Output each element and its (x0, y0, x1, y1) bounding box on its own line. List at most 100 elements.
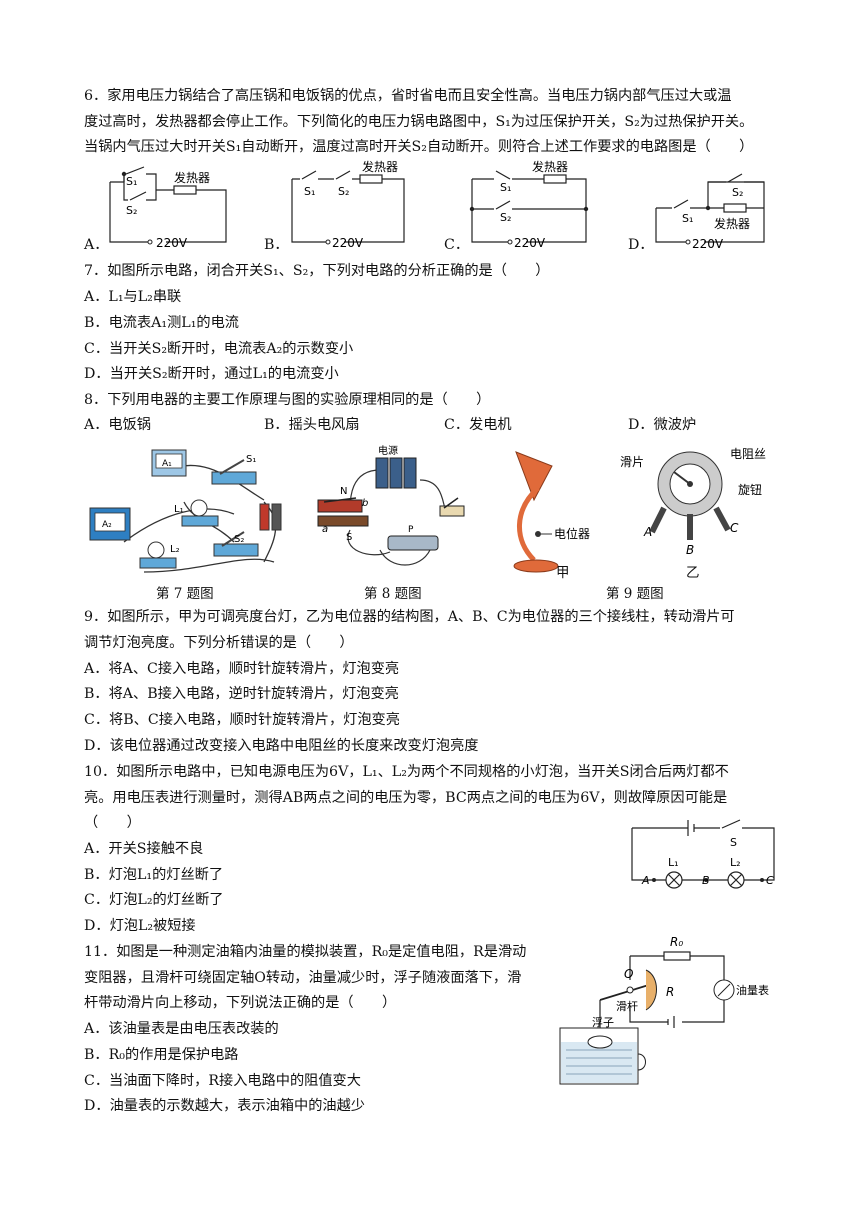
q6b-s2-label: S₂ (338, 185, 349, 198)
q6-option-a: A． (84, 237, 109, 253)
q7-option-c: C．当开关S₂断开时，电流表A₂的示数变小 (84, 341, 354, 357)
q6a-s2-label: S₂ (126, 204, 137, 217)
q11-oil-gauge-figure: R₀ O R 滑杆 浮子 油量表 (559, 935, 769, 1085)
q10-option-d: D．灯泡L₂被短接 (84, 918, 196, 934)
q11-stem-line3: 杆带动滑片向上移动，下列说法正确的是（ ） (84, 995, 397, 1011)
q6c-heater-label: 发热器 (532, 159, 568, 174)
q11-meter-label: 油量表 (736, 983, 769, 997)
q6d-s2-label: S₂ (732, 186, 743, 199)
fig9-wire-label: 电阻丝 (730, 447, 766, 461)
fig7-circuit-photo: A₁ A₂ S₁ L₁ L₂ S₂ (89, 449, 282, 573)
q6-stem-line3: 当锅内气压过大时开关S₁自动断开，温度过高时开关S₂自动断开。则符合上述工作要求… (84, 139, 754, 155)
q11-r0-label: R₀ (670, 935, 683, 949)
q6a-voltage-label: 220V (156, 236, 188, 250)
q6-circuit-b: S₁ S₂ 发热器 220V (291, 159, 405, 250)
fig7-a2-label: A₂ (102, 520, 112, 530)
q6a-heater-label: 发热器 (174, 170, 210, 185)
q10-stem-line3: （ ） (84, 815, 141, 831)
fig7-l1-label: L₁ (174, 504, 184, 515)
q10-c-point: C (766, 874, 774, 887)
q8-stem: 8．下列用电器的主要工作原理与图的实验原理相同的是（ ） (84, 392, 491, 408)
q6a-s1-label: S₁ (126, 175, 137, 188)
q11-o-label: O (624, 967, 633, 981)
q6-option-b: B． (264, 237, 289, 253)
q6-circuit-c: S₁ S₂ 发热器 220V (469, 159, 589, 250)
fig7-s2-label: S₂ (234, 534, 244, 545)
q10-s-label: S (730, 836, 737, 849)
q9-option-c: C．将B、C接入电路，顺时针旋转滑片，灯泡变亮 (84, 712, 400, 728)
fig7-caption: 第 7 题图 (156, 586, 214, 602)
q6c-s2-label: S₂ (500, 211, 511, 224)
q6d-s1-label: S₁ (682, 212, 693, 225)
q6b-voltage-label: 220V (332, 236, 364, 250)
fig9-b-terminal: B (686, 543, 694, 557)
q6-circuit-a: S₁ S₂ 发热器 220V (109, 166, 227, 250)
q6-option-c: C． (444, 237, 470, 253)
fig8-source-label: 电源 (378, 444, 398, 457)
q7-option-a: A．L₁与L₂串联 (84, 289, 182, 305)
q6-circuit-d: S₁ S₂ 发热器 220V (655, 173, 765, 251)
fig9-caption: 第 9 题图 (606, 586, 664, 602)
q6-stem-line1: 6．家用电压力锅结合了高压锅和电饭锅的优点，省时省电而且安全性高。当电压力锅内部… (84, 88, 732, 104)
q10-option-c: C．灯泡L₂的灯丝断了 (84, 892, 224, 908)
q11-stem-line1: 11．如图是一种测定油箱内油量的模拟装置，R₀是定值电阻，R是滑动 (84, 944, 527, 960)
fig8-p-label: P (408, 525, 414, 535)
q9-option-d: D．该电位器通过改变接入电路中电阻丝的长度来改变灯泡亮度 (84, 738, 479, 754)
q11-option-a: A．该油量表是由电压表改装的 (84, 1021, 279, 1037)
q8-option-c: C．发电机 (444, 417, 512, 433)
fig9-potentiometer-structure: 滑片 电阻丝 旋钮 A B C (620, 447, 766, 557)
q11-rod-label: 滑杆 (616, 999, 638, 1013)
fig7-a1-label: A₁ (162, 459, 172, 469)
q10-l2-label: L₂ (730, 856, 741, 869)
q10-l1-label: L₁ (668, 856, 679, 869)
fig7-l2-label: L₂ (170, 544, 180, 555)
fig8-apparatus: 电源 N S a b P (317, 444, 465, 566)
fig8-caption: 第 8 题图 (364, 586, 422, 602)
q6-option-d: D． (628, 237, 654, 253)
fig7-s1-label: S₁ (246, 454, 256, 465)
q7-stem: 7．如图所示电路，闭合开关S₁、S₂，下列对电路的分析正确的是（ ） (84, 263, 550, 279)
fig9-potentiometer-label: 电位器 (554, 526, 590, 541)
fig9-lamp: 电位器 (513, 451, 590, 573)
q6b-s1-label: S₁ (304, 185, 315, 198)
q6c-voltage-label: 220V (514, 236, 546, 250)
q10-a-point: A (641, 874, 650, 887)
q10-b-point: B (702, 874, 710, 887)
q10-circuit: S L₁ L₂ A B C (631, 819, 775, 889)
q10-option-b: B．灯泡L₁的灯丝断了 (84, 867, 224, 883)
q6c-s1-label: S₁ (500, 181, 511, 194)
q11-option-b: B．R₀的作用是保护电路 (84, 1047, 239, 1063)
q6b-heater-label: 发热器 (362, 159, 398, 174)
q11-r-label: R (666, 985, 674, 999)
q9-option-a: A．将A、C接入电路，顺时针旋转滑片，灯泡变亮 (84, 661, 400, 677)
q10-stem-line1: 10．如图所示电路中，已知电源电压为6V，L₁、L₂为两个不同规格的小灯泡，当开… (84, 764, 729, 780)
fig8-a-label: a (322, 524, 328, 535)
fig8-s-label: S (346, 532, 352, 543)
q11-option-d: D．油量表的示数越大，表示油箱中的油越少 (84, 1098, 365, 1114)
fig8-n-label: N (340, 486, 347, 497)
fig8-b-label: b (362, 498, 368, 509)
q9-option-b: B．将A、B接入电路，逆时针旋转滑片，灯泡变亮 (84, 686, 399, 702)
q11-float-label: 浮子 (592, 1016, 614, 1029)
q6d-heater-label: 发热器 (714, 216, 750, 231)
fig9-c-terminal: C (730, 521, 739, 535)
q10-stem-line2: 亮。用电压表进行测量时，测得AB两点之间的电压为零，BC两点之间的电压为6V，则… (84, 790, 728, 806)
q7-option-b: B．电流表A₁测L₁的电流 (84, 315, 239, 331)
fig9-jia-caption: 甲 (556, 565, 570, 581)
q7-option-d: D．当开关S₂断开时，通过L₁的电流变小 (84, 366, 339, 382)
q9-stem-line1: 9．如图所示，甲为可调亮度台灯，乙为电位器的结构图，A、B、C为电位器的三个接线… (84, 609, 735, 625)
fig9-a-terminal: A (643, 525, 652, 539)
fig9-slider-label: 滑片 (620, 455, 644, 469)
fig9-yi-caption: 乙 (686, 565, 700, 581)
q8-option-d: D．微波炉 (628, 417, 697, 433)
q6-stem-line2: 度过高时，发热器都会停止工作。下列简化的电压力锅电路图中，S₁为过压保护开关，S… (84, 114, 754, 130)
fig9-knob-label: 旋钮 (738, 482, 762, 497)
q10-option-a: A．开关S接触不良 (84, 841, 204, 857)
q9-stem-line2: 调节灯泡亮度。下列分析错误的是（ ） (84, 635, 354, 651)
q6d-voltage-label: 220V (692, 237, 724, 251)
q8-option-b: B．摇头电风扇 (264, 417, 360, 433)
q11-stem-line2: 变阻器，且滑杆可绕固定轴O转动，油量减少时，浮子随液面落下，滑 (84, 970, 522, 986)
q11-option-c: C．当油面下降时，R接入电路中的阻值变大 (84, 1073, 361, 1089)
q8-option-a: A．电饭锅 (84, 417, 151, 433)
